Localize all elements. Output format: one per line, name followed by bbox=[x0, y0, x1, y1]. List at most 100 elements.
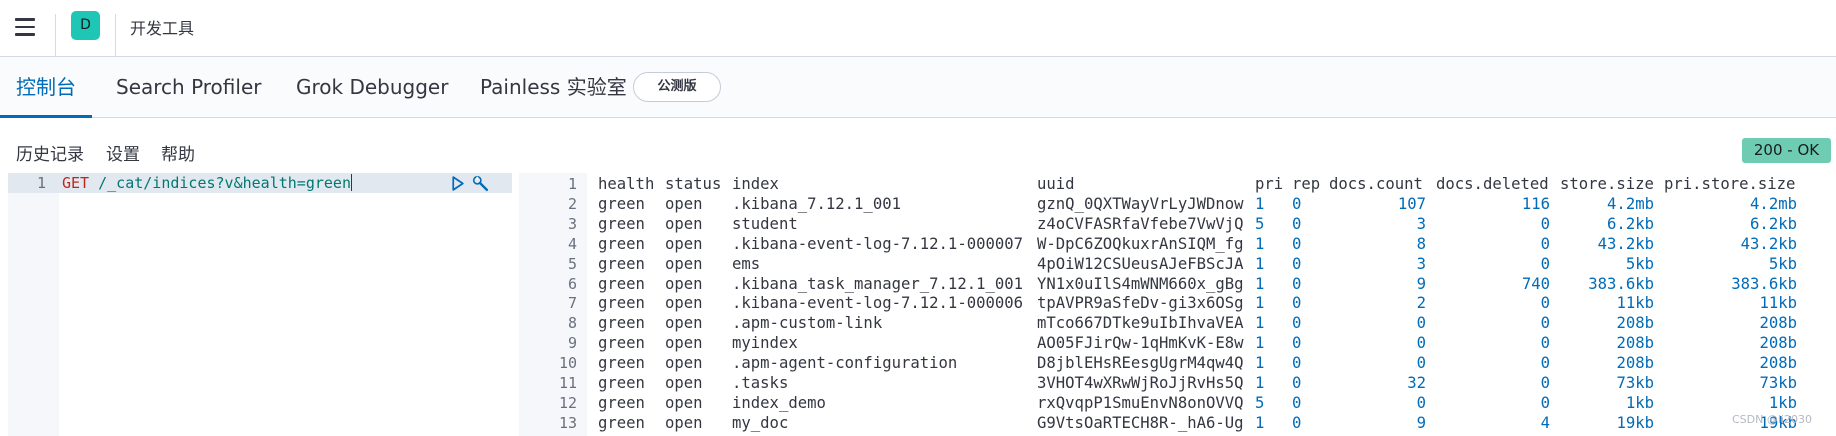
cell-docs-count: 3 bbox=[1416, 214, 1426, 233]
response-line-number: 5 bbox=[567, 254, 577, 273]
response-gutter bbox=[531, 173, 587, 436]
cell-store-size: 73kb bbox=[1616, 374, 1654, 392]
cell-rep: 0 bbox=[1292, 234, 1302, 253]
column-header-docs-deleted: docs.deleted bbox=[1436, 175, 1549, 193]
header-separator bbox=[55, 14, 56, 56]
cell-rep: 0 bbox=[1292, 214, 1302, 233]
cell-index: .apm-agent-configuration bbox=[732, 354, 958, 373]
response-line-number: 9 bbox=[567, 334, 577, 353]
settings-link[interactable]: 设置 bbox=[106, 145, 140, 165]
cell-store-size: 208b bbox=[1616, 334, 1654, 353]
menu-icon[interactable] bbox=[8, 12, 42, 42]
tab-console[interactable]: 控制台 bbox=[0, 57, 92, 118]
cell-docs-count: 9 bbox=[1416, 413, 1426, 432]
cell-rep: 0 bbox=[1292, 334, 1302, 353]
response-line-number: 2 bbox=[567, 194, 577, 213]
cell-health: green bbox=[598, 254, 645, 273]
cell-docs-count: 3 bbox=[1416, 254, 1426, 273]
cell-docs-deleted: 116 bbox=[1521, 194, 1550, 213]
cell-status: open bbox=[665, 274, 703, 293]
cell-uuid: YN1x0uIlS4mWNM660x_gBg bbox=[1037, 274, 1244, 293]
cell-pri: 5 bbox=[1255, 214, 1265, 233]
cell-status: open bbox=[665, 234, 703, 253]
tab-search-profiler[interactable]: Search Profiler bbox=[116, 75, 262, 99]
cell-health: green bbox=[598, 274, 645, 293]
cell-status: open bbox=[665, 194, 703, 213]
cell-pri-store-size: 208b bbox=[1759, 314, 1797, 333]
column-header-index: index bbox=[732, 175, 779, 193]
cell-pri: 1 bbox=[1255, 374, 1265, 392]
cell-pri: 1 bbox=[1255, 413, 1265, 432]
cell-store-size: 11kb bbox=[1616, 294, 1654, 313]
cell-uuid: D8jblEHsREesgUgrM4qw4Q bbox=[1037, 354, 1244, 373]
request-editor[interactable]: GET /_cat/indices?v&health=green bbox=[62, 173, 352, 193]
request-url: /_cat/indices?v&health=green bbox=[98, 174, 351, 192]
response-line-number: 3 bbox=[567, 214, 577, 233]
column-header-health: health bbox=[598, 175, 655, 193]
cell-docs-deleted: 0 bbox=[1540, 354, 1550, 373]
response-line-number: 11 bbox=[558, 374, 577, 392]
tab-painless-lab[interactable]: Painless 实验室 bbox=[480, 75, 627, 99]
wrench-icon[interactable] bbox=[472, 175, 489, 192]
tab-grok-debugger[interactable]: Grok Debugger bbox=[296, 75, 449, 99]
cell-rep: 0 bbox=[1292, 314, 1302, 333]
history-link[interactable]: 历史记录 bbox=[16, 145, 84, 165]
cell-health: green bbox=[598, 413, 645, 432]
cell-health: green bbox=[598, 354, 645, 373]
cell-docs-deleted: 0 bbox=[1540, 374, 1550, 392]
cell-pri-store-size: 19kb bbox=[1759, 413, 1797, 432]
cell-index: myindex bbox=[732, 334, 798, 353]
cell-rep: 0 bbox=[1292, 354, 1302, 373]
cell-index: my_doc bbox=[732, 413, 789, 432]
cell-pri-store-size: 6.2kb bbox=[1750, 214, 1797, 233]
cell-index: student bbox=[732, 214, 798, 233]
cell-docs-count: 0 bbox=[1416, 314, 1426, 333]
cell-status: open bbox=[665, 314, 703, 333]
cell-uuid: gznQ_0QXTWayVrLyJWDnow bbox=[1037, 194, 1244, 213]
request-method: GET bbox=[62, 174, 90, 192]
response-line-number: 7 bbox=[567, 294, 577, 313]
cell-uuid: 4pOiW12CSUeusAJeFBScJA bbox=[1037, 254, 1244, 273]
cell-uuid: AO05FJirQw-1qHmKvK-E8w bbox=[1037, 334, 1244, 353]
cell-index: .kibana-event-log-7.12.1-000007 bbox=[732, 234, 1024, 253]
cell-store-size: 383.6kb bbox=[1588, 274, 1654, 293]
cell-index: .kibana-event-log-7.12.1-000006 bbox=[732, 294, 1024, 313]
cell-store-size: 208b bbox=[1616, 354, 1654, 373]
cell-uuid: mTco667DTke9uIbIhvaVEA bbox=[1037, 314, 1244, 333]
cell-uuid: z4oCVFASRfaVfebe7VwVjQ bbox=[1037, 214, 1244, 233]
cell-status: open bbox=[665, 294, 703, 313]
cell-health: green bbox=[598, 194, 645, 213]
cell-pri-store-size: 4.2mb bbox=[1750, 194, 1797, 213]
status-badge: 200 - OK bbox=[1742, 138, 1831, 163]
help-link[interactable]: 帮助 bbox=[161, 145, 195, 165]
cell-status: open bbox=[665, 354, 703, 373]
cell-health: green bbox=[598, 214, 645, 233]
response-line-number: 4 bbox=[567, 234, 577, 253]
space-avatar[interactable]: D bbox=[71, 11, 100, 40]
cell-pri: 1 bbox=[1255, 254, 1265, 273]
cell-store-size: 43.2kb bbox=[1597, 234, 1654, 253]
cell-store-size: 1kb bbox=[1625, 393, 1654, 412]
header-separator bbox=[115, 14, 116, 56]
cell-docs-deleted: 0 bbox=[1540, 314, 1550, 333]
cell-uuid: 3VHOT4wXRwWjRoJjRvHs5Q bbox=[1037, 374, 1244, 392]
response-line-number: 13 bbox=[558, 413, 577, 432]
cell-docs-count: 32 bbox=[1407, 374, 1426, 392]
cell-pri-store-size: 11kb bbox=[1759, 294, 1797, 313]
cell-docs-count: 9 bbox=[1416, 274, 1426, 293]
column-header-pri-store-size: pri.store.size bbox=[1664, 175, 1796, 193]
cell-uuid: rxQvqpP1SmuEnvN8onOVVQ bbox=[1037, 393, 1244, 412]
cell-docs-deleted: 740 bbox=[1521, 274, 1550, 293]
panel-resize-divider[interactable] bbox=[519, 173, 531, 436]
cell-pri: 1 bbox=[1255, 314, 1265, 333]
beta-badge: 公测版 bbox=[633, 72, 721, 102]
cell-index: .kibana_task_manager_7.12.1_001 bbox=[732, 274, 1024, 293]
cell-status: open bbox=[665, 393, 703, 412]
cell-docs-deleted: 0 bbox=[1540, 294, 1550, 313]
text-cursor bbox=[351, 174, 352, 191]
cell-pri-store-size: 1kb bbox=[1768, 393, 1797, 412]
tab-bar: 控制台 Search Profiler Grok Debugger Painle… bbox=[0, 57, 1836, 118]
cell-docs-count: 8 bbox=[1416, 234, 1426, 253]
play-icon[interactable] bbox=[449, 175, 466, 192]
column-header-store-size: store.size bbox=[1560, 175, 1654, 193]
